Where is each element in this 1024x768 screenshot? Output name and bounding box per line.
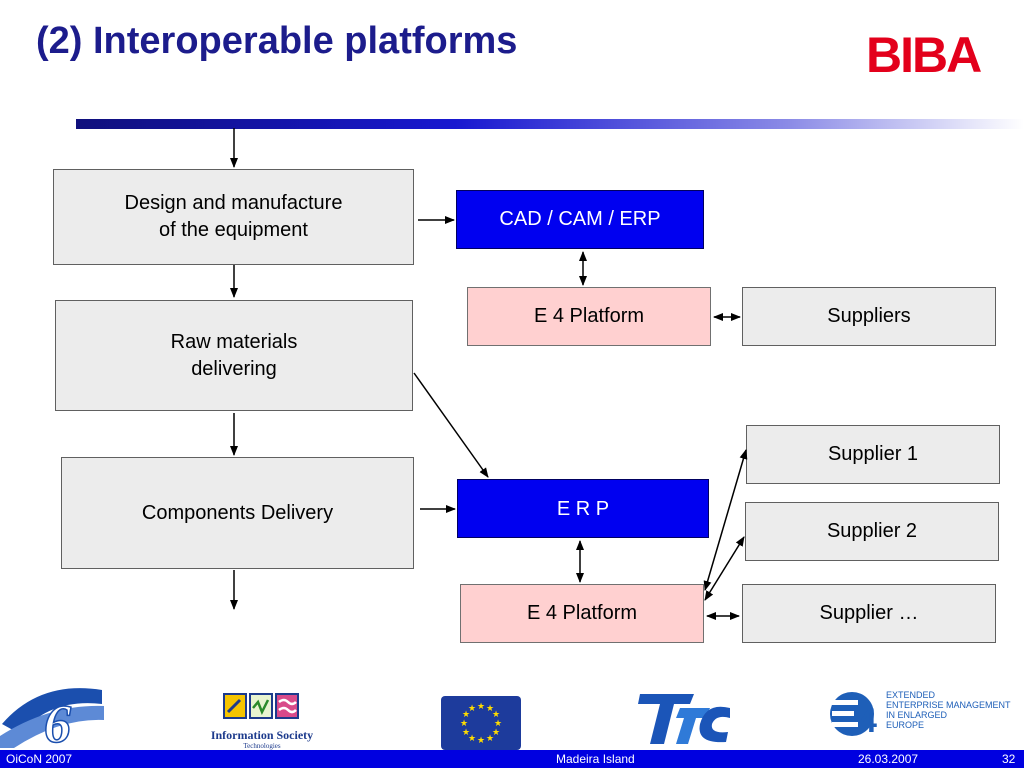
svg-text:★: ★ [468, 704, 476, 714]
information-society-text: Information Society [210, 728, 314, 742]
footer-location: Madeira Island [556, 752, 635, 766]
fp6-logo: 6 [0, 684, 104, 748]
supplier-box-2: Supplier 2 [745, 502, 999, 561]
svg-text:★: ★ [477, 702, 485, 712]
platform-box-bottom: E 4 Platform [460, 584, 704, 643]
svg-text:★: ★ [492, 710, 500, 720]
footer-date: 26.03.2007 [858, 752, 919, 766]
svg-text:★: ★ [494, 719, 502, 729]
system-box-cad-cam-erp: CAD / CAM / ERP [456, 190, 704, 249]
process-box-raw-materials: Raw materials delivering [55, 300, 413, 411]
e4-text-line-1: EXTENDED [886, 690, 936, 700]
process-box-components: Components Delivery [61, 457, 414, 569]
title-divider [76, 119, 1024, 129]
biba-logo: BIBA [866, 27, 982, 83]
footer-conference: OiCoN 2007 [6, 752, 73, 766]
e4-text-line-3: IN ENLARGED [886, 710, 948, 720]
e4-text-line-2: ENTERPRISE MANAGEMENT [886, 700, 1011, 710]
information-society-logo: Information Society Technologies [206, 690, 318, 750]
footer-page-number: 32 [1002, 752, 1016, 766]
svg-text:★: ★ [460, 719, 468, 729]
slide-title: (2) Interoperable platforms [36, 20, 518, 62]
arrow-raw-to-erp [413, 372, 489, 478]
svg-text:6: 6 [44, 694, 71, 748]
arrow-platform-supplier-2 [704, 536, 745, 601]
e4-project-logo: 4 EXTENDED ENTERPRISE MANAGEMENT IN ENLA… [828, 688, 1018, 740]
e4-icon: 4 [830, 692, 877, 740]
supplier-box-1: Supplier 1 [746, 425, 1000, 484]
information-society-subtext: Technologies [243, 742, 281, 750]
information-society-icon [223, 693, 299, 719]
svg-text:★: ★ [477, 736, 485, 746]
e4-text-line-4: EUROPE [886, 720, 925, 730]
svg-text:★: ★ [462, 728, 470, 738]
footer-bar: OiCoN 2007 Madeira Island 26.03.2007 32 [0, 750, 1024, 768]
partner-box-suppliers: Suppliers [742, 287, 996, 346]
platform-box-top: E 4 Platform [467, 287, 711, 346]
svg-text:★: ★ [492, 728, 500, 738]
system-box-erp: E R P [457, 479, 709, 538]
eu-flag-logo: ★★★ ★★★ ★★★ ★★★ [441, 696, 521, 750]
svg-text:★: ★ [468, 734, 476, 744]
svg-text:4: 4 [858, 702, 877, 740]
arrow-platform-supplier-1 [703, 449, 748, 591]
supplier-box-more: Supplier … [742, 584, 996, 643]
svg-text:★: ★ [462, 710, 470, 720]
process-box-design: Design and manufacture of the equipment [53, 169, 414, 265]
svg-text:★: ★ [486, 734, 494, 744]
svg-text:★: ★ [486, 704, 494, 714]
ttc-logo [638, 694, 730, 744]
